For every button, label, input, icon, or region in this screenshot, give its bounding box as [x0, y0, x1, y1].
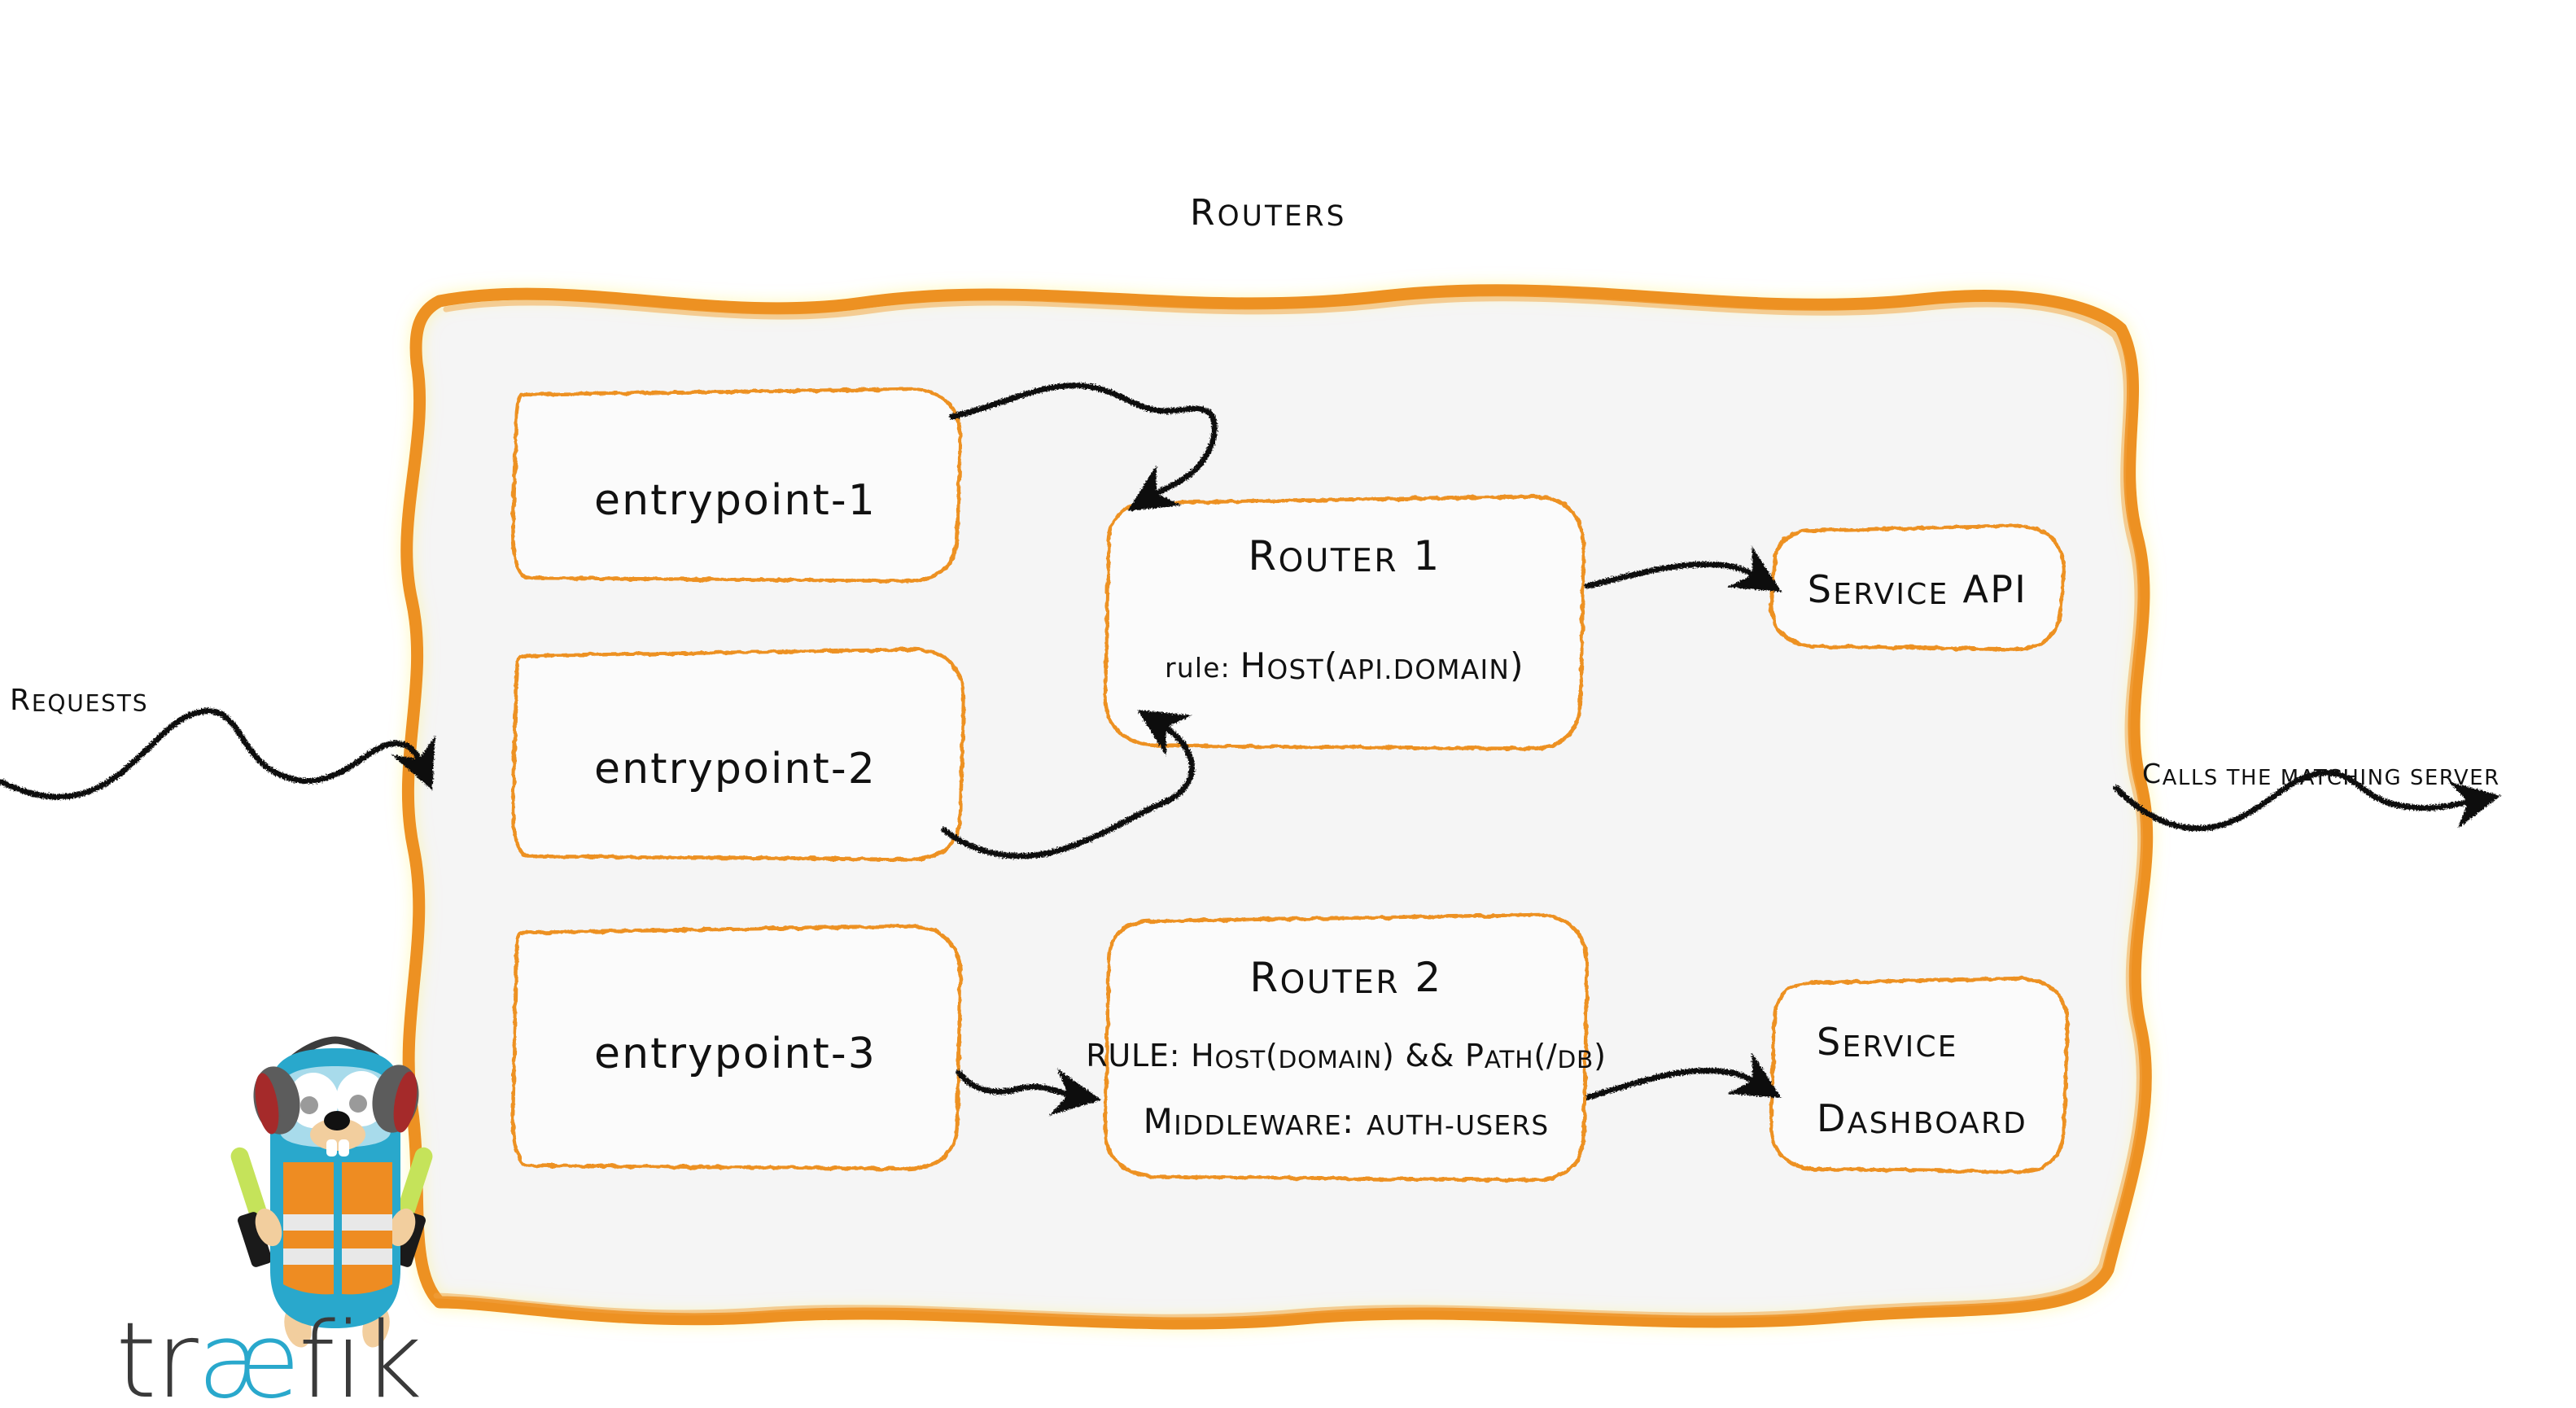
nose-icon — [324, 1111, 350, 1130]
router-boxes — [1103, 494, 1590, 1183]
routers-panel-border-sketch — [433, 295, 2144, 1320]
wordmark-part-3: fik — [299, 1301, 422, 1408]
entrypoint-2-box[interactable] — [510, 647, 966, 862]
router-1-title: ROUTER 1 — [1248, 532, 1441, 579]
entrypoint-boxes — [510, 387, 966, 1171]
tooth-right-icon — [339, 1139, 349, 1157]
baton-left-icon — [230, 1147, 273, 1267]
arrow-router2-to-service-dashboard — [1585, 1052, 1782, 1100]
routers-panel-border — [400, 284, 2154, 1330]
service-boxes — [1769, 523, 2070, 1174]
entrypoint-3-label: entrypoint-3 — [594, 1030, 877, 1078]
muzzle-icon — [310, 1118, 365, 1151]
router-2-title: ROUTER 2 — [1249, 954, 1442, 1001]
headphone-cup-right-icon — [372, 1065, 419, 1133]
router-1-box[interactable] — [1103, 494, 1586, 751]
tooth-left-icon — [326, 1139, 337, 1157]
entrypoint-1-label: entrypoint-1 — [594, 476, 877, 525]
entrypoint-1-box[interactable] — [510, 387, 963, 584]
traefik-gopher-mascot — [230, 1036, 433, 1348]
vest-gap-icon — [334, 1162, 342, 1296]
wordmark-part-2: æ — [197, 1301, 298, 1408]
entrypoint-3-box[interactable] — [510, 924, 963, 1171]
arrow-router1-to-service-api — [1584, 546, 1782, 592]
router-2-rule: RULE: HOST(DOMAIN) && PATH(/DB) — [1086, 1038, 1606, 1073]
arrow-requests-to-panel — [0, 708, 435, 800]
headphone-cup-left-icon — [253, 1066, 300, 1135]
pupil-right-icon — [349, 1095, 367, 1113]
arrow-entrypoint3-to-router2 — [956, 1068, 1102, 1116]
arrow-entrypoint2-to-router1 — [941, 710, 1195, 859]
connector-arrows — [0, 383, 2501, 1116]
wordmark-part-1: tr — [116, 1301, 199, 1408]
arm-right-icon — [388, 1208, 416, 1247]
router-2-box[interactable] — [1103, 912, 1590, 1183]
arrow-entrypoint1-to-router1 — [949, 383, 1218, 511]
page-title: ROUTERS — [1190, 192, 1347, 234]
service-dashboard-label-line2: DASHBOARD — [1817, 1096, 2027, 1140]
router-2-middleware: MIDDLEWARE: AUTH-USERS — [1144, 1101, 1550, 1141]
calls-matching-server-label: CALLS THE MATCHING SERVER — [2142, 758, 2500, 790]
router-1-rule: rule: HOST(API.DOMAIN) — [1165, 645, 1524, 685]
pupil-left-icon — [300, 1096, 318, 1114]
arm-left-icon — [255, 1208, 282, 1247]
service-dashboard-label-line1: SERVICE — [1817, 1020, 1958, 1064]
service-api-label: SERVICE API — [1808, 567, 2027, 611]
requests-label: REQUESTS — [10, 684, 148, 717]
entrypoint-2-label: entrypoint-2 — [594, 745, 877, 794]
service-dashboard-box[interactable] — [1769, 976, 2070, 1174]
traefik-wordmark: træfik — [116, 1301, 422, 1408]
arrow-panel-to-matching-server — [2113, 769, 2501, 832]
